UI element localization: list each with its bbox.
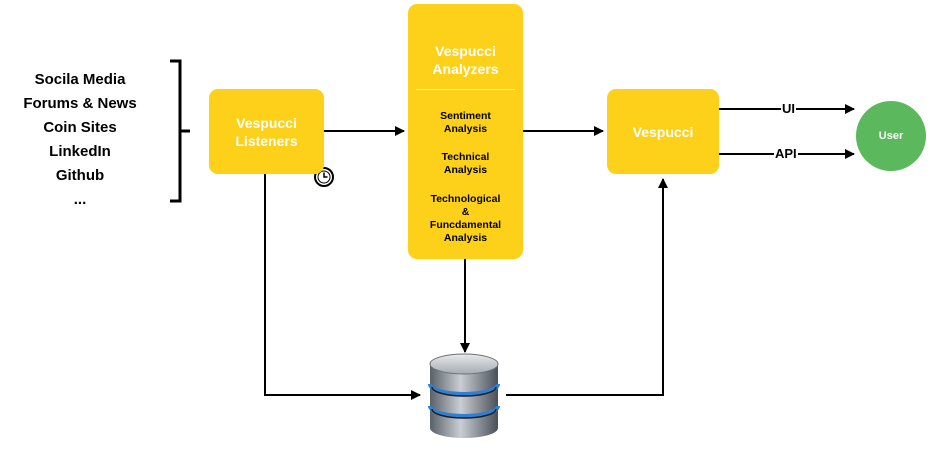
- database-icon: [428, 353, 500, 438]
- vespucci-label: Vespucci: [632, 123, 694, 140]
- source-item: Forums & News: [23, 95, 137, 112]
- listeners-label-line1: Vespucci: [236, 114, 297, 131]
- analyzers-title-line2: Analyzers: [432, 61, 499, 77]
- step-text: Funcdamental: [429, 219, 502, 231]
- step-text: Analysis: [443, 232, 488, 244]
- analysis-step-fundamental: Technological & Funcdamental Analysis: [408, 193, 523, 245]
- user-label: User: [878, 130, 904, 142]
- arrow-database-to-vespucci: [506, 178, 668, 396]
- source-item: LinkedIn: [49, 143, 111, 160]
- analysis-step-technical: Technical Analysis: [408, 151, 523, 177]
- user-node: User: [856, 101, 926, 171]
- step-text: Analysis: [443, 123, 488, 135]
- step-text: Sentiment: [440, 110, 491, 122]
- source-item: Socila Media: [34, 71, 126, 88]
- step-text: Technical: [441, 151, 490, 163]
- analyzers-divider: [416, 89, 515, 90]
- vespucci-listeners-node: Vespucci Listeners: [209, 89, 324, 174]
- analyzers-title-line1: Vespucci: [435, 43, 496, 59]
- sources-bracket: [170, 59, 182, 203]
- vespucci-analyzers-node: Vespucci Analyzers Sentiment Analysis Te…: [408, 4, 523, 259]
- step-text: Analysis: [443, 164, 488, 176]
- listeners-label-line2: Listeners: [235, 132, 298, 149]
- analyzers-title: Vespucci Analyzers: [408, 42, 523, 78]
- ui-edge-label: UI: [781, 101, 796, 116]
- source-item: Coin Sites: [43, 119, 117, 136]
- source-item: ...: [73, 191, 87, 208]
- step-text: &: [461, 206, 470, 218]
- api-edge-label: API: [774, 146, 798, 161]
- arrow-listeners-to-database: [264, 174, 421, 400]
- vespucci-node: Vespucci: [607, 89, 719, 174]
- source-item: Github: [55, 167, 105, 184]
- analysis-step-sentiment: Sentiment Analysis: [408, 110, 523, 136]
- data-sources-list: Socila Media Forums & News Coin Sites Li…: [10, 68, 150, 212]
- step-text: Technological: [430, 193, 501, 205]
